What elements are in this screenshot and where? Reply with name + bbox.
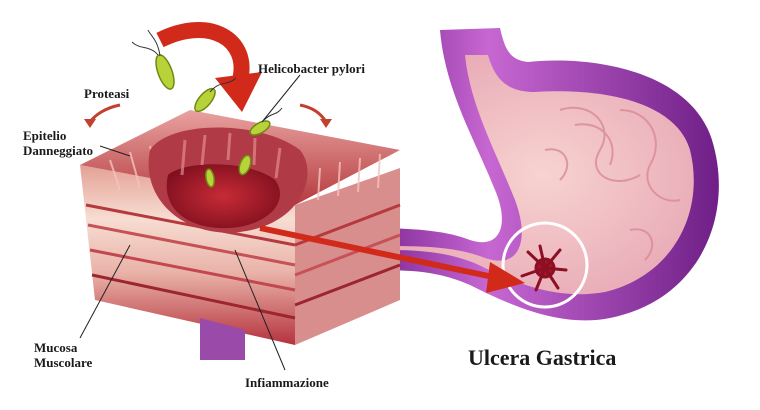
- diagram-title: Ulcera Gastrica: [468, 345, 616, 371]
- label-helicobacter: Helicobacter pylori: [258, 61, 365, 76]
- label-epitelio: Epitelio Danneggiato: [23, 128, 93, 158]
- label-mucosa-line2: Muscolare: [34, 355, 92, 370]
- label-infiammazione: Infiammazione: [245, 375, 329, 390]
- label-mucosa-line1: Mucosa: [34, 340, 92, 355]
- label-epitelio-line2: Danneggiato: [23, 143, 93, 158]
- tissue-cross-section: [80, 110, 400, 345]
- label-epitelio-line1: Epitelio: [23, 128, 93, 143]
- label-proteasi: Proteasi: [84, 86, 129, 101]
- label-mucosa: Mucosa Muscolare: [34, 340, 92, 370]
